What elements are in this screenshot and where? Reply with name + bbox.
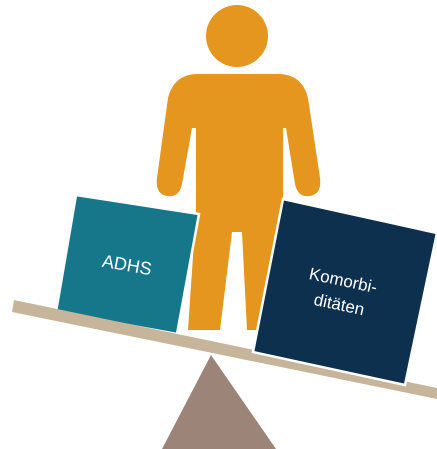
box-komorbiditaeten-shape (251, 197, 437, 387)
person-head (206, 5, 268, 67)
box-komorbiditaeten: Komorbi- ditäten (251, 197, 437, 387)
fulcrum-triangle (162, 355, 276, 449)
balance-beam (12, 300, 437, 399)
person-icon (156, 5, 321, 330)
person-body (156, 74, 321, 330)
box-adhs: ADHS (54, 193, 201, 336)
